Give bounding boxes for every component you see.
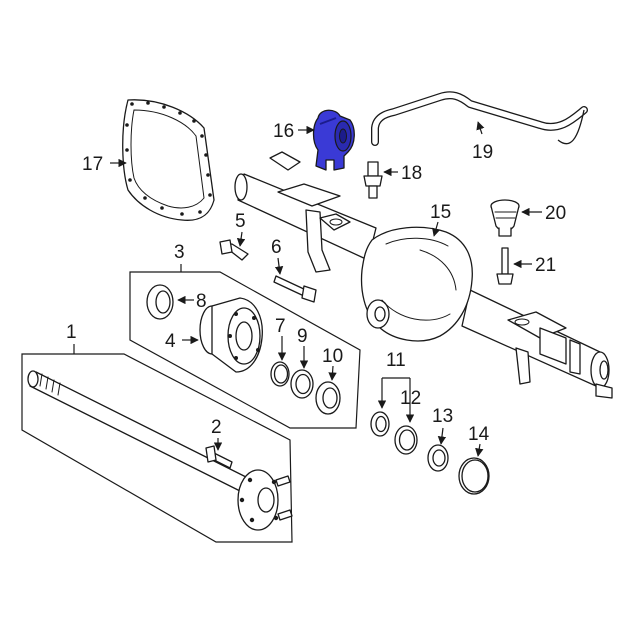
part-1-assembly-box <box>21 353 293 543</box>
part-18-vent-fitting[interactable] <box>363 161 383 199</box>
callout-2[interactable]: 2 <box>211 417 222 438</box>
part-20-fill-plug[interactable] <box>490 199 520 237</box>
part-14-ring[interactable] <box>458 457 490 495</box>
callout-5[interactable]: 5 <box>235 211 246 232</box>
part-8-seal[interactable] <box>146 284 174 320</box>
part-17-differential-cover[interactable] <box>122 99 215 221</box>
part-2-bolt[interactable] <box>205 445 233 469</box>
callout-3[interactable]: 3 <box>174 242 185 263</box>
part-6-long-bolt[interactable] <box>273 275 317 303</box>
part-12-ring[interactable] <box>370 411 390 437</box>
callout-13[interactable]: 13 <box>432 406 453 427</box>
part-21-bolt[interactable] <box>496 247 514 285</box>
part-15-axle-housing[interactable] <box>234 151 613 399</box>
part-16-bracket-highlighted[interactable] <box>312 109 355 171</box>
callout-14[interactable]: 14 <box>468 424 490 445</box>
part-13-bearing[interactable] <box>427 444 449 472</box>
part-3-assembly-box <box>129 271 361 429</box>
callout-9[interactable]: 9 <box>297 326 308 347</box>
callout-18[interactable]: 18 <box>401 163 422 184</box>
callout-10[interactable]: 10 <box>322 346 343 367</box>
callout-20[interactable]: 20 <box>545 203 566 224</box>
part-4-carrier[interactable] <box>199 297 263 373</box>
part-11-bracket-lines <box>377 377 415 423</box>
part-12b-ring[interactable] <box>394 425 418 455</box>
callout-4[interactable]: 4 <box>165 331 176 352</box>
callout-12[interactable]: 12 <box>400 388 421 409</box>
part-9-ring[interactable] <box>290 369 314 399</box>
part-1-axle-shaft[interactable] <box>27 370 293 531</box>
part-19-vent-hose[interactable] <box>371 91 588 146</box>
callout-11[interactable]: 11 <box>386 350 406 371</box>
callout-21[interactable]: 21 <box>535 255 556 276</box>
callout-19[interactable]: 19 <box>472 142 493 163</box>
part-5-bolt[interactable] <box>219 239 249 261</box>
callout-1[interactable]: 1 <box>66 322 77 343</box>
callout-15[interactable]: 15 <box>430 202 451 223</box>
part-10-seal[interactable] <box>315 381 341 415</box>
callout-16[interactable]: 16 <box>273 121 294 142</box>
part-7-ring[interactable] <box>270 361 290 387</box>
leader-arrows <box>73 121 542 457</box>
callout-17[interactable]: 17 <box>82 154 103 175</box>
callout-6[interactable]: 6 <box>271 237 282 258</box>
callout-8[interactable]: 8 <box>196 291 207 312</box>
callout-7[interactable]: 7 <box>275 316 286 337</box>
callout-labels: 1 2 3 4 5 6 7 8 9 10 11 12 13 14 15 16 1… <box>66 121 566 445</box>
